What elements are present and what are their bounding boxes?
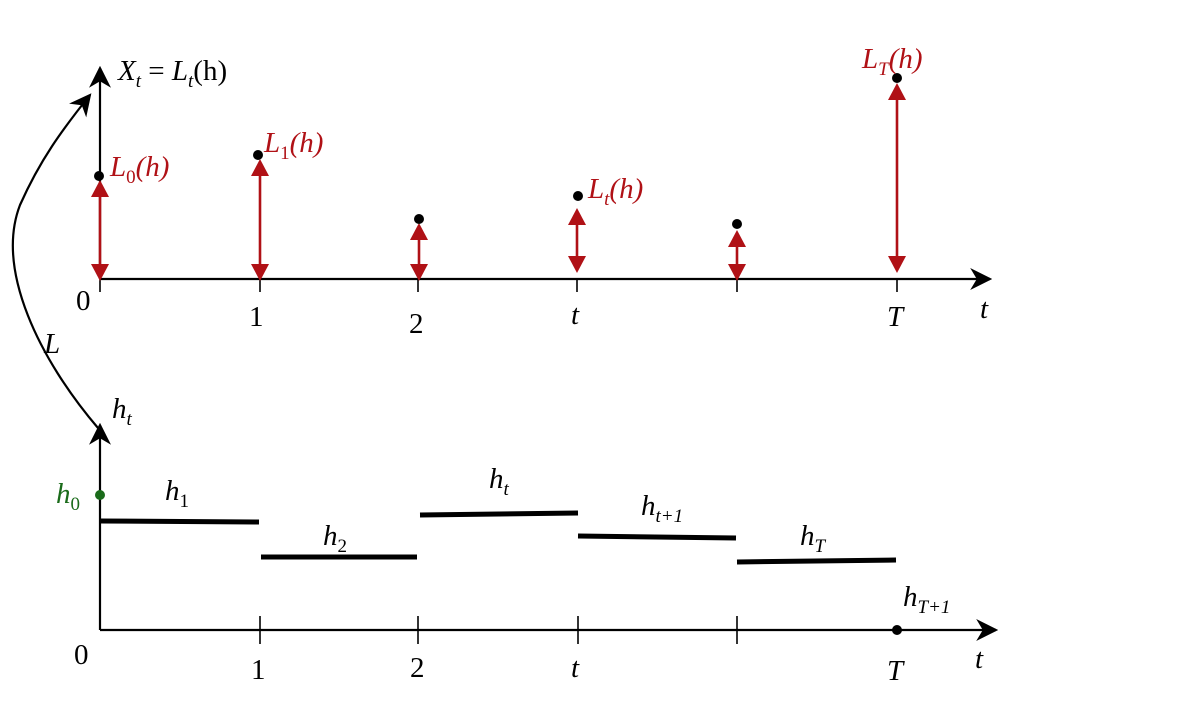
top-tick-label-1: 1 [249,301,264,333]
top-x-axis-label: t [980,293,989,325]
stem-4-point [732,219,742,229]
segment-label-h1: h1 [165,475,189,512]
stem-0 [91,171,109,281]
stem-label-T: LT(h) [861,43,923,80]
stem-t [568,191,586,273]
stem-label-1: L1(h) [263,127,323,164]
bottom-tick-label-1: 1 [251,654,266,686]
hT1-point [892,625,902,635]
mapping-arrow [11,93,99,429]
top-tick-label-2: 2 [409,308,424,340]
segment-label-hT: hT [800,520,827,557]
stem-label-t: Lt(h) [587,173,643,210]
segment-ht1 [577,533,737,541]
stem-0-point [94,171,104,181]
segment-h1 [99,518,260,525]
stem-t-point [573,191,583,201]
bottom-tick-label-T: T [887,655,905,687]
top-tick-label-t: t [571,299,580,331]
stem-1 [251,150,269,281]
stem-1-point [253,150,263,160]
mapping-label: L [43,328,60,360]
stem-T-point [892,73,902,83]
stem-T [888,73,906,273]
segment-label-ht1: ht+1 [641,490,683,527]
hT1-label: hT+1 [903,581,950,618]
segment-label-ht: ht [489,463,510,500]
bottom-tick-label-t: t [571,652,580,684]
bottom-panel: ht t 0 1 2 t T h0 h1 h2 ht [56,393,999,687]
top-panel: Xt = Lt(h) t 0 1 2 t T [76,43,993,340]
bottom-tick-label-2: 2 [410,652,425,684]
bottom-x-axis-label: t [975,643,984,675]
segment-hT [736,557,897,565]
h0-label: h0 [56,478,80,515]
stem-2 [410,214,428,281]
segment-label-h2: h2 [323,520,347,557]
h0-point [95,490,105,500]
segment-ht [419,510,579,518]
stem-4 [728,219,746,281]
top-y-axis-label: Xt = Lt(h) [117,55,227,92]
stem-label-0: L0(h) [109,151,169,188]
bottom-origin-label: 0 [74,639,89,671]
bottom-y-axis-label: ht [112,393,133,430]
stem-2-point [414,214,424,224]
mapping-curve: L [11,93,99,429]
top-tick-label-T: T [887,301,905,333]
top-origin-label: 0 [76,285,91,317]
